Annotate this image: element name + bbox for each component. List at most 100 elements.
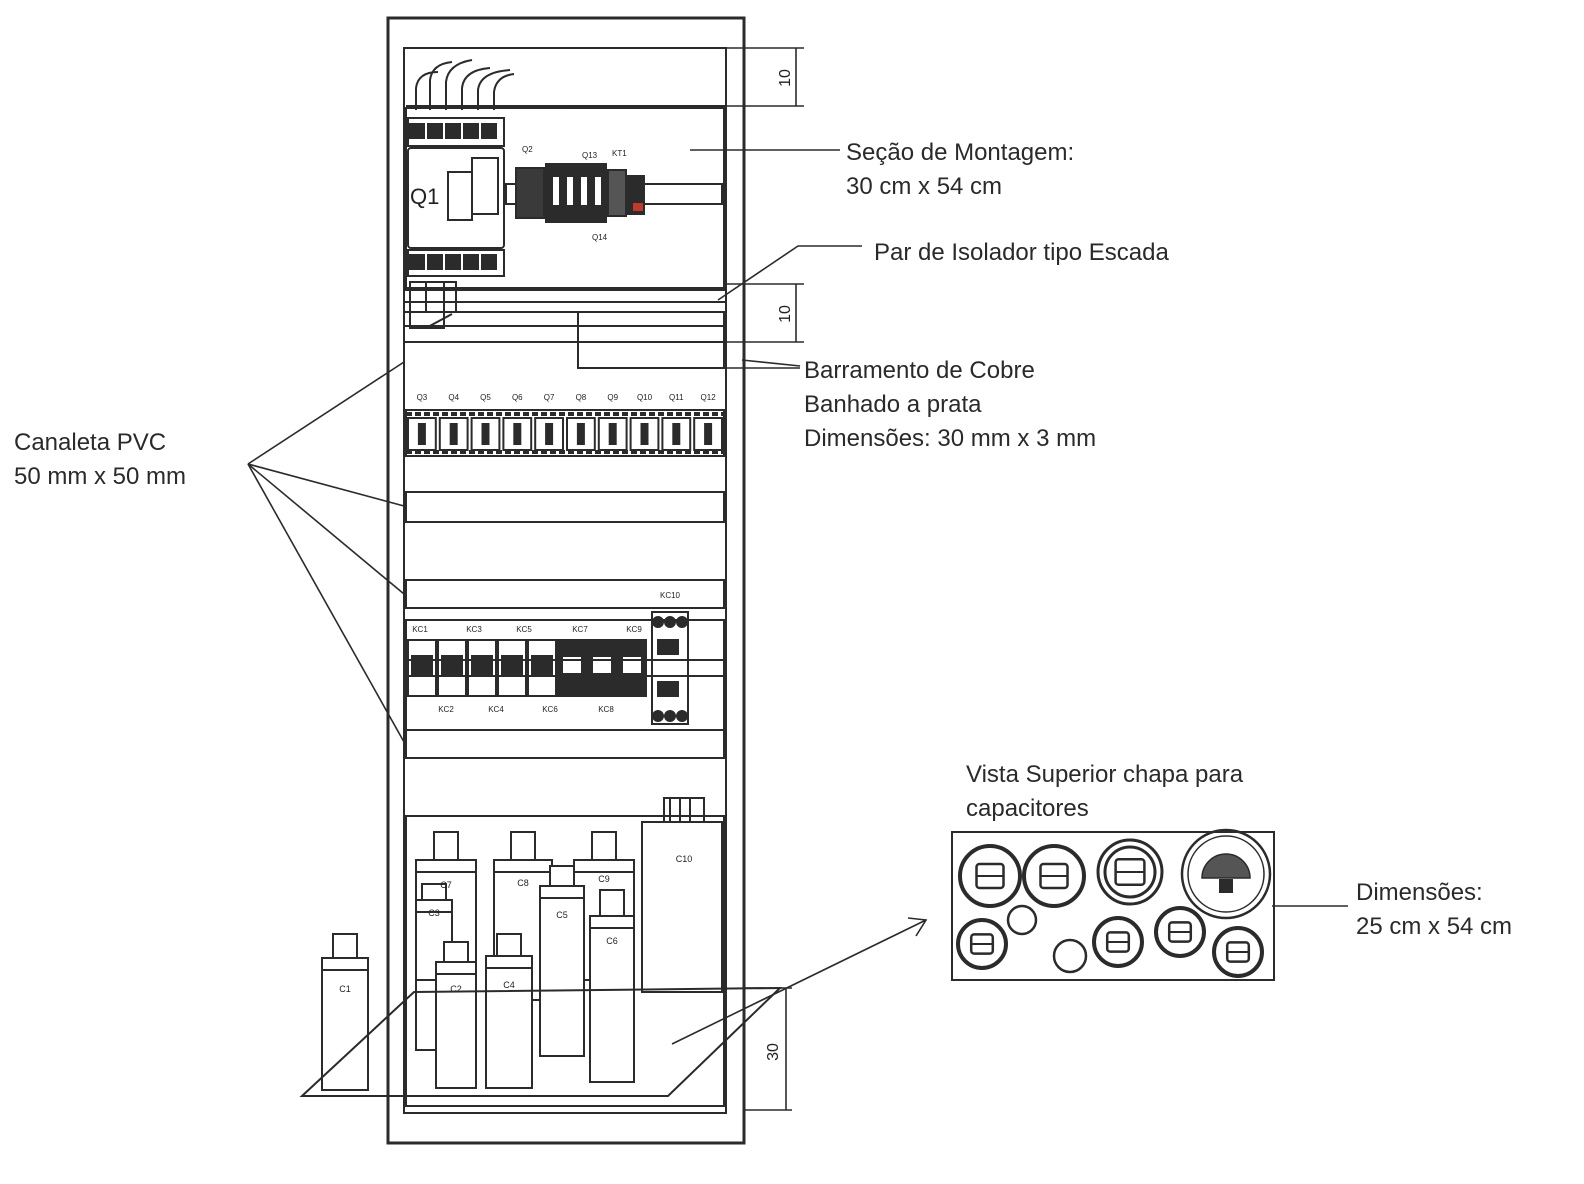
pvc-trunking-2 xyxy=(405,729,725,759)
dim-middle: 10 xyxy=(777,305,794,323)
contactor-window xyxy=(441,655,463,675)
plate-hole-large-ring xyxy=(1187,835,1265,913)
breaker-label: Q7 xyxy=(544,393,555,402)
contactor-label: KC3 xyxy=(466,625,482,634)
top-view-line1: Vista Superior chapa para xyxy=(966,761,1244,788)
breaker-q7 xyxy=(534,417,565,451)
contactor-window xyxy=(531,655,553,675)
contactor-label: KC10 xyxy=(660,591,681,600)
top-view-line2: capacitores xyxy=(966,795,1089,822)
busbar-line1: Barramento de Cobre xyxy=(804,357,1035,384)
busbar-line2: Banhado a prata xyxy=(804,391,982,418)
contactor-window xyxy=(411,655,433,675)
capacitor-label-c10: C10 xyxy=(676,854,693,864)
plate-hole xyxy=(1212,926,1264,978)
device-kt1-label: KT1 xyxy=(612,149,627,158)
breaker-toggle xyxy=(545,423,554,445)
insulator-title: Par de Isolador tipo Escada xyxy=(874,239,1169,266)
breaker-label: Q5 xyxy=(480,393,491,402)
breaker-toggle xyxy=(672,423,681,445)
plate-dimensions-size: 25 cm x 54 cm xyxy=(1356,913,1513,940)
capacitor-can xyxy=(321,957,369,1091)
device-q13-label: Q13 xyxy=(582,151,598,160)
capacitor-label-c6: C6 xyxy=(606,936,618,946)
insulator-label: Par de Isolador tipo Escada xyxy=(874,236,1169,270)
trunking-title: Canaleta PVC xyxy=(14,429,167,456)
breaker-q5 xyxy=(470,417,501,451)
plate-hole xyxy=(956,918,1008,970)
breaker-q12 xyxy=(693,417,724,451)
trunking-label: Canaleta PVC 50 mm x 50 mm xyxy=(14,426,186,494)
dim-bottom: 30 xyxy=(765,1043,782,1061)
mounting-section xyxy=(404,59,726,329)
mounting-section-title: Seção de Montagem: xyxy=(846,139,1075,166)
capacitor-terminal xyxy=(549,865,575,887)
breaker-toggle xyxy=(640,423,649,445)
plate-dimensions-label: Dimensões: 25 cm x 54 cm xyxy=(1356,876,1512,944)
capacitor-plate-top-view xyxy=(951,828,1275,981)
pvc-trunking-1 xyxy=(405,491,725,523)
capacitor-terminal xyxy=(591,831,617,861)
contactor-window xyxy=(561,655,583,675)
capacitor-label-c5: C5 xyxy=(556,910,568,920)
plate-hole-large-fitting xyxy=(1201,853,1251,879)
busbar-line3: Dimensões: 30 mm x 3 mm xyxy=(804,425,1097,452)
breaker-q8 xyxy=(566,417,596,451)
busbar-label: Barramento de Cobre Banhado a prata Dime… xyxy=(804,354,1096,456)
breaker-toggle xyxy=(608,423,617,445)
contactor-window xyxy=(471,655,493,675)
plate-dimensions-title: Dimensões: xyxy=(1356,879,1483,906)
capacitor-label-c2: C2 xyxy=(450,984,462,994)
main-breaker-label: Q1 xyxy=(410,184,439,209)
contactor-label: KC4 xyxy=(488,705,504,714)
contactor-label: KC2 xyxy=(438,705,454,714)
device-q14-label: Q14 xyxy=(592,233,608,242)
capacitor-label-c4: C4 xyxy=(503,980,515,990)
top-view-label: Vista Superior chapa para capacitores xyxy=(966,758,1243,826)
contactor-label: KC1 xyxy=(412,625,428,634)
capacitor-label-c9: C9 xyxy=(598,874,610,884)
breaker-q10 xyxy=(629,417,660,451)
contactor-label: KC9 xyxy=(626,625,642,634)
plate-hole xyxy=(1096,838,1164,906)
breaker-toggle xyxy=(449,423,458,445)
contactor-window xyxy=(591,655,613,675)
plate-hole-large xyxy=(1180,828,1272,920)
breaker-q11 xyxy=(661,417,692,451)
capacitor-label-c8: C8 xyxy=(517,878,529,888)
breaker-q4 xyxy=(438,417,469,451)
breaker-label: Q11 xyxy=(669,393,684,402)
capacitor-terminal xyxy=(443,941,469,963)
breaker-label: Q9 xyxy=(607,393,618,402)
plate-hole xyxy=(1022,844,1086,908)
breaker-label: Q12 xyxy=(701,393,717,402)
trunking-size: 50 mm x 50 mm xyxy=(14,463,187,490)
plate-hole-small xyxy=(1006,904,1038,936)
contactor-label: KC8 xyxy=(598,705,614,714)
breaker-toggle xyxy=(513,423,522,445)
capacitor-terminal xyxy=(599,889,625,917)
capacitor-terminal xyxy=(510,831,536,861)
breaker-toggle xyxy=(417,423,426,445)
breaker-toggle xyxy=(481,423,490,445)
leader-lines xyxy=(247,149,1348,1045)
copper-busbar xyxy=(403,311,725,369)
main-breaker-q1 xyxy=(407,147,505,249)
plate-hole xyxy=(958,844,1022,908)
capacitor-label-c3: C3 xyxy=(428,908,440,918)
plate-hole-large-core xyxy=(1219,879,1233,893)
device-q2-label: Q2 xyxy=(522,145,533,154)
breaker-toggle xyxy=(576,423,585,445)
capacitor-terminal xyxy=(496,933,522,957)
breaker-toggle xyxy=(704,423,713,445)
plate-hole-ring xyxy=(1103,845,1157,899)
contactor-label: KC5 xyxy=(516,625,532,634)
contactor-window xyxy=(621,655,643,675)
breaker-q9 xyxy=(597,417,628,451)
breaker-label: Q8 xyxy=(576,393,587,402)
contactor-label: KC7 xyxy=(572,625,588,634)
